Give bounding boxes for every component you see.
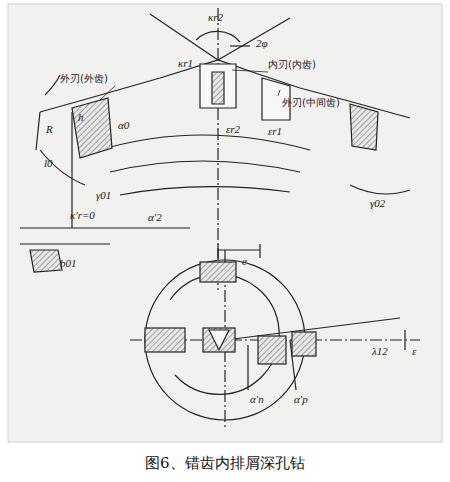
symbol-label: R bbox=[46, 124, 53, 135]
part-label: 内刃(内齿) bbox=[268, 60, 316, 70]
symbol-label: κ'r=0 bbox=[70, 210, 95, 221]
symbol-label: γ02 bbox=[370, 198, 385, 209]
figure-caption: 图6、错齿内排屑深孔钻 bbox=[145, 454, 305, 473]
symbol-label: κr1 bbox=[178, 58, 193, 69]
symbol-label: 2φ bbox=[256, 38, 268, 49]
symbol-label: e bbox=[242, 256, 247, 267]
part-label: 外刃(外齿) bbox=[60, 74, 108, 84]
symbol-label: α'n bbox=[250, 394, 264, 405]
symbol-label: l0 bbox=[44, 158, 53, 169]
symbol-label: ε bbox=[412, 346, 416, 357]
symbol-label: h bbox=[78, 112, 84, 123]
symbol-label: κr2 bbox=[208, 12, 223, 23]
symbol-label: γ01 bbox=[96, 190, 111, 201]
part-label: 外刃(中间齿) bbox=[282, 98, 340, 108]
symbol-label: λ12 bbox=[372, 346, 388, 357]
symbol-label: b01 bbox=[60, 258, 77, 269]
symbol-label: α'2 bbox=[148, 212, 162, 223]
symbol-label: α0 bbox=[118, 120, 129, 131]
symbol-label: εr1 bbox=[268, 126, 282, 137]
symbol-label: εr2 bbox=[226, 124, 240, 135]
symbol-label: α'p bbox=[294, 394, 308, 405]
